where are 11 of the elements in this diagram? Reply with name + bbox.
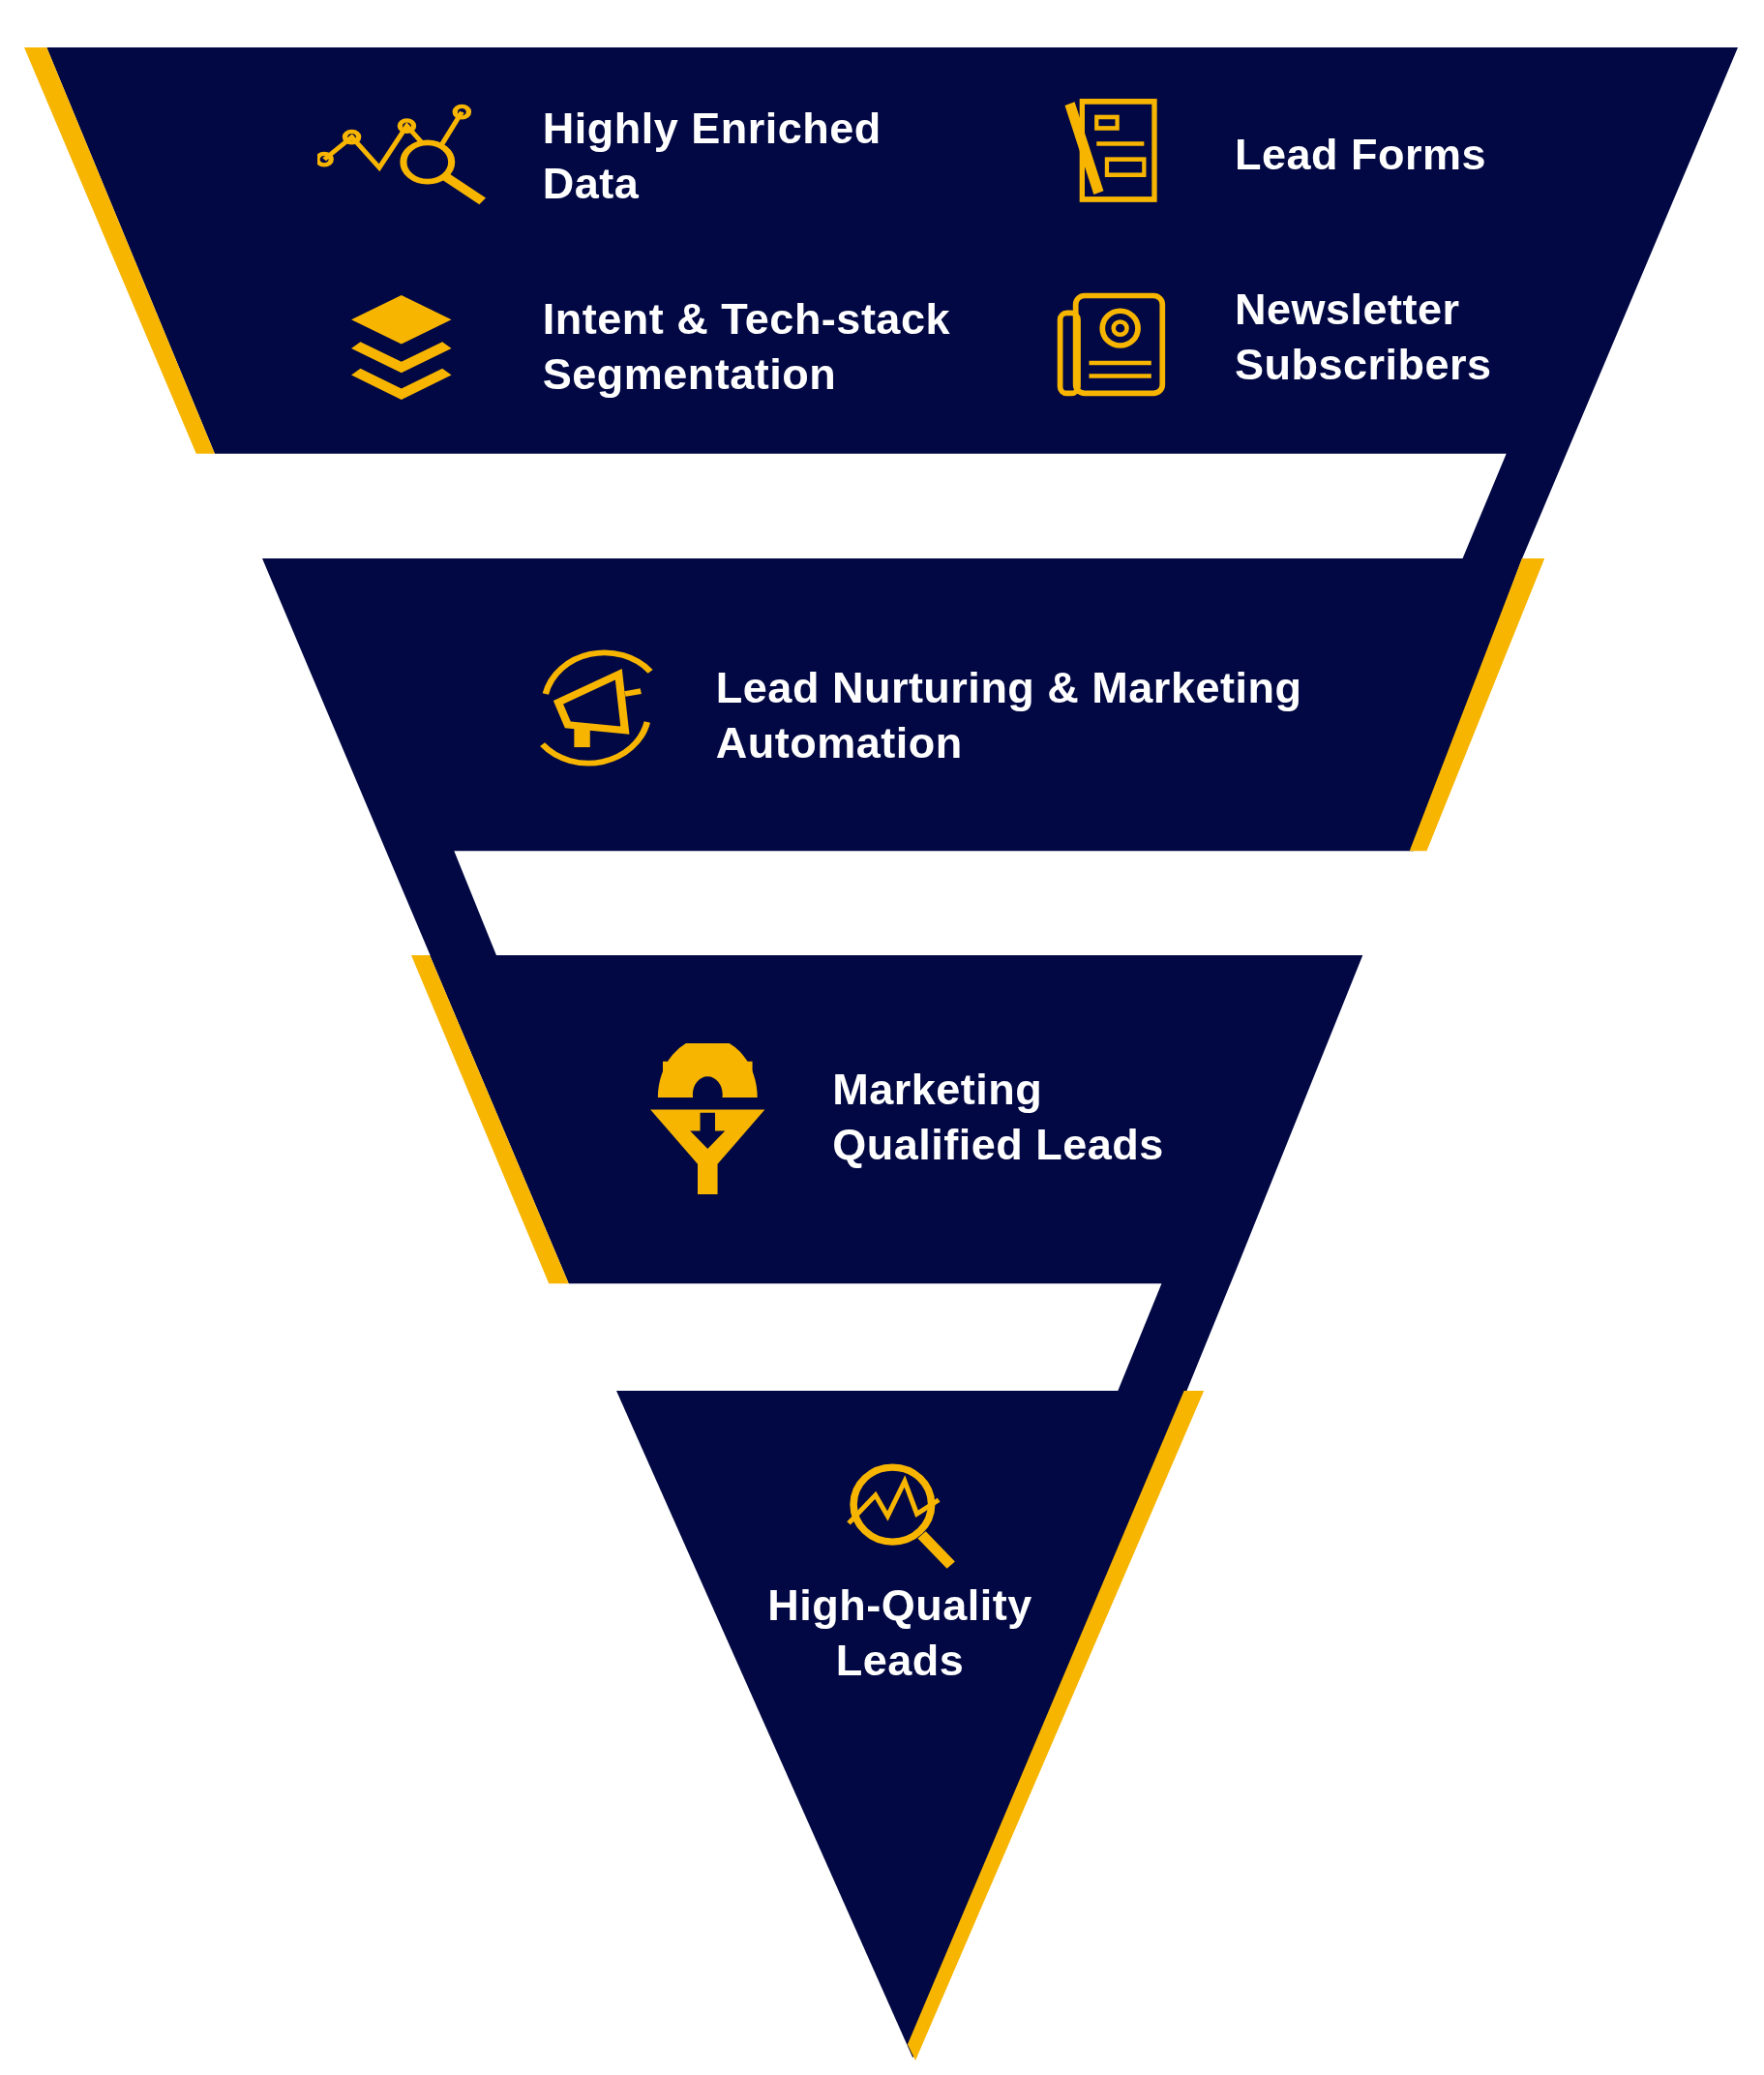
funnel-band — [411, 955, 1363, 1392]
stage-label: Newsletter Subscribers — [1234, 284, 1493, 392]
stage-label: Lead Forms — [1234, 129, 1487, 182]
stage-label: Intent & Tech-stack Segmentation — [542, 292, 951, 401]
funnel-band — [23, 47, 1738, 559]
funnel-band — [616, 1391, 1205, 2061]
stage-label: Highly Enriched Data — [542, 102, 882, 210]
stage-label: Marketing Qualified Leads — [832, 1063, 1165, 1171]
stage-label: High-Quality Leads — [766, 1579, 1033, 1688]
funnel-band — [261, 558, 1544, 956]
stage-label: Lead Nurturing & Marketing Automation — [715, 662, 1303, 770]
